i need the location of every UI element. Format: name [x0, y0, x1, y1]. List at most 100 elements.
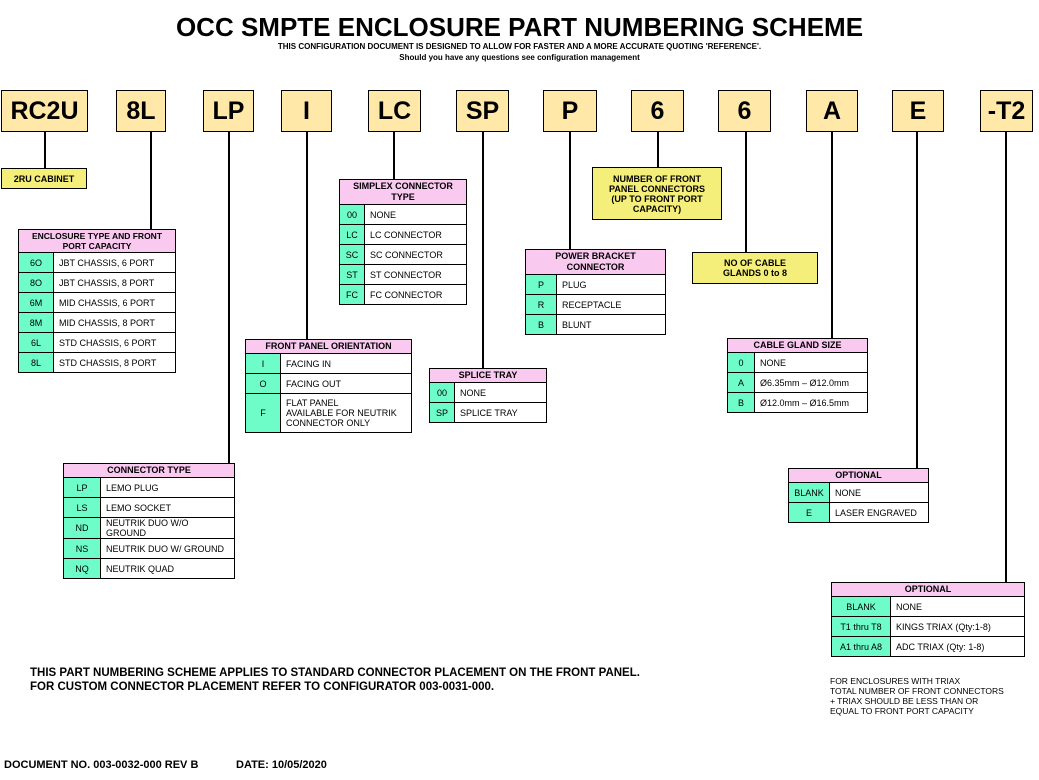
option-code: 8M — [18, 312, 54, 333]
option-desc: NONE — [829, 482, 929, 503]
cabinet-label: 2RU CABINET — [1, 168, 87, 189]
option-desc: LC CONNECTOR — [364, 224, 467, 245]
option-desc: MID CHASSIS, 8 PORT — [53, 312, 176, 333]
connector-line — [44, 132, 46, 168]
option-code: F — [245, 393, 281, 433]
code-p: P — [543, 90, 597, 132]
option-desc: NEUTRIK DUO W/O GROUND — [100, 517, 235, 539]
option-code: BLANK — [788, 482, 830, 503]
option-code: 0 — [727, 352, 755, 373]
option-desc: FC CONNECTOR — [364, 284, 467, 305]
option-code: LP — [63, 477, 101, 498]
code-lc: LC — [368, 90, 421, 132]
cable-glands-label: NO OF CABLE GLANDS 0 to 8 — [692, 252, 818, 284]
option-code: 6L — [18, 332, 54, 353]
page-title: OCC SMPTE ENCLOSURE PART NUMBERING SCHEM… — [175, 12, 864, 42]
document-date: DATE: 10/05/2020 — [236, 759, 327, 771]
code-sp: SP — [456, 90, 509, 132]
option-code: 8L — [18, 352, 54, 373]
option-code: 00 — [339, 204, 365, 225]
option-code: 8O — [18, 272, 54, 293]
option-code: SP — [429, 402, 455, 423]
optional-header: OPTIONAL — [788, 468, 929, 483]
front-panel-header: FRONT PANEL ORIENTATION — [245, 339, 412, 354]
code-i: I — [281, 90, 332, 132]
option-desc: JBT CHASSIS, 8 PORT — [53, 272, 176, 293]
option-desc: STD CHASSIS, 8 PORT — [53, 352, 176, 373]
code-8l: 8L — [116, 90, 166, 132]
option-desc: FACING IN — [280, 353, 412, 374]
connector-line — [228, 132, 230, 463]
option-desc: STD CHASSIS, 6 PORT — [53, 332, 176, 353]
option-desc: SC CONNECTOR — [364, 244, 467, 265]
option-code: O — [245, 373, 281, 394]
option-desc: KINGS TRIAX (Qty:1-8) — [890, 616, 1025, 637]
option-code: B — [727, 392, 755, 413]
option-code: A1 thru A8 — [831, 636, 891, 657]
option-desc: FACING OUT — [280, 373, 412, 394]
option-desc: LEMO PLUG — [100, 477, 235, 498]
cable-gland-header: CABLE GLAND SIZE — [727, 338, 868, 353]
option-desc: Ø6.35mm – Ø12.0mm — [754, 372, 868, 393]
option-code: 6O — [18, 252, 54, 273]
option-desc: NEUTRIK DUO W/ GROUND — [100, 538, 235, 559]
subtitle: THIS CONFIGURATION DOCUMENT IS DESIGNED … — [277, 42, 762, 51]
connector-line — [916, 132, 918, 468]
optional-header: OPTIONAL — [831, 582, 1025, 597]
splice-tray-header: SPLICE TRAY — [429, 368, 547, 383]
option-desc: NONE — [890, 596, 1025, 617]
option-desc: SPLICE TRAY — [454, 402, 547, 423]
code-lp: LP — [203, 90, 254, 132]
option-desc: NEUTRIK QUAD — [100, 558, 235, 579]
option-desc: ADC TRIAX (Qty: 1-8) — [890, 636, 1025, 657]
simplex-header: SIMPLEX CONNECTOR TYPE — [339, 179, 467, 205]
subtitle-note: Should you have any questions see config… — [399, 53, 640, 62]
power-bracket-header: POWER BRACKET CONNECTOR — [525, 249, 666, 275]
code-e: E — [892, 90, 944, 132]
option-code: A — [727, 372, 755, 393]
connector-line — [569, 132, 571, 249]
option-desc: NONE — [454, 382, 547, 403]
option-desc: Ø12.0mm – Ø16.5mm — [754, 392, 868, 413]
code-rc2u: RC2U — [1, 90, 88, 132]
option-desc: LEMO SOCKET — [100, 497, 235, 518]
option-code: I — [245, 353, 281, 374]
configurator-note: FOR CUSTOM CONNECTOR PLACEMENT REFER TO … — [30, 681, 495, 693]
scheme-note: THIS PART NUMBERING SCHEME APPLIES TO ST… — [30, 667, 640, 679]
option-code: B — [525, 314, 557, 335]
connector-line — [150, 132, 152, 229]
option-code: BLANK — [831, 596, 891, 617]
connector-line — [482, 132, 484, 368]
option-code: ST — [339, 264, 365, 285]
code-a: A — [806, 90, 858, 132]
option-desc: LASER ENGRAVED — [829, 502, 929, 523]
option-desc: FLAT PANEL AVAILABLE FOR NEUTRIK CONNECT… — [280, 393, 412, 433]
code-6a: 6 — [631, 90, 684, 132]
option-code: SC — [339, 244, 365, 265]
option-desc: MID CHASSIS, 6 PORT — [53, 292, 176, 313]
option-code: NS — [63, 538, 101, 559]
option-code: FC — [339, 284, 365, 305]
triax-note-line: + TRIAX SHOULD BE LESS THAN OR — [830, 696, 979, 706]
triax-note-line: TOTAL NUMBER OF FRONT CONNECTORS — [830, 686, 1004, 696]
option-desc: BLUNT — [556, 314, 666, 335]
option-code: 6M — [18, 292, 54, 313]
option-desc: NONE — [364, 204, 467, 225]
enclosure-table: ENCLOSURE TYPE AND FRONT PORT CAPACITY 6… — [18, 229, 176, 373]
option-code: P — [525, 274, 557, 295]
option-code: ND — [63, 517, 101, 539]
option-code: LS — [63, 497, 101, 518]
option-desc: JBT CHASSIS, 6 PORT — [53, 252, 176, 273]
connector-line — [306, 132, 308, 339]
option-code: 00 — [429, 382, 455, 403]
option-desc: PLUG — [556, 274, 666, 295]
option-code: NQ — [63, 558, 101, 579]
connector-line — [657, 132, 659, 167]
code-6b: 6 — [718, 90, 771, 132]
